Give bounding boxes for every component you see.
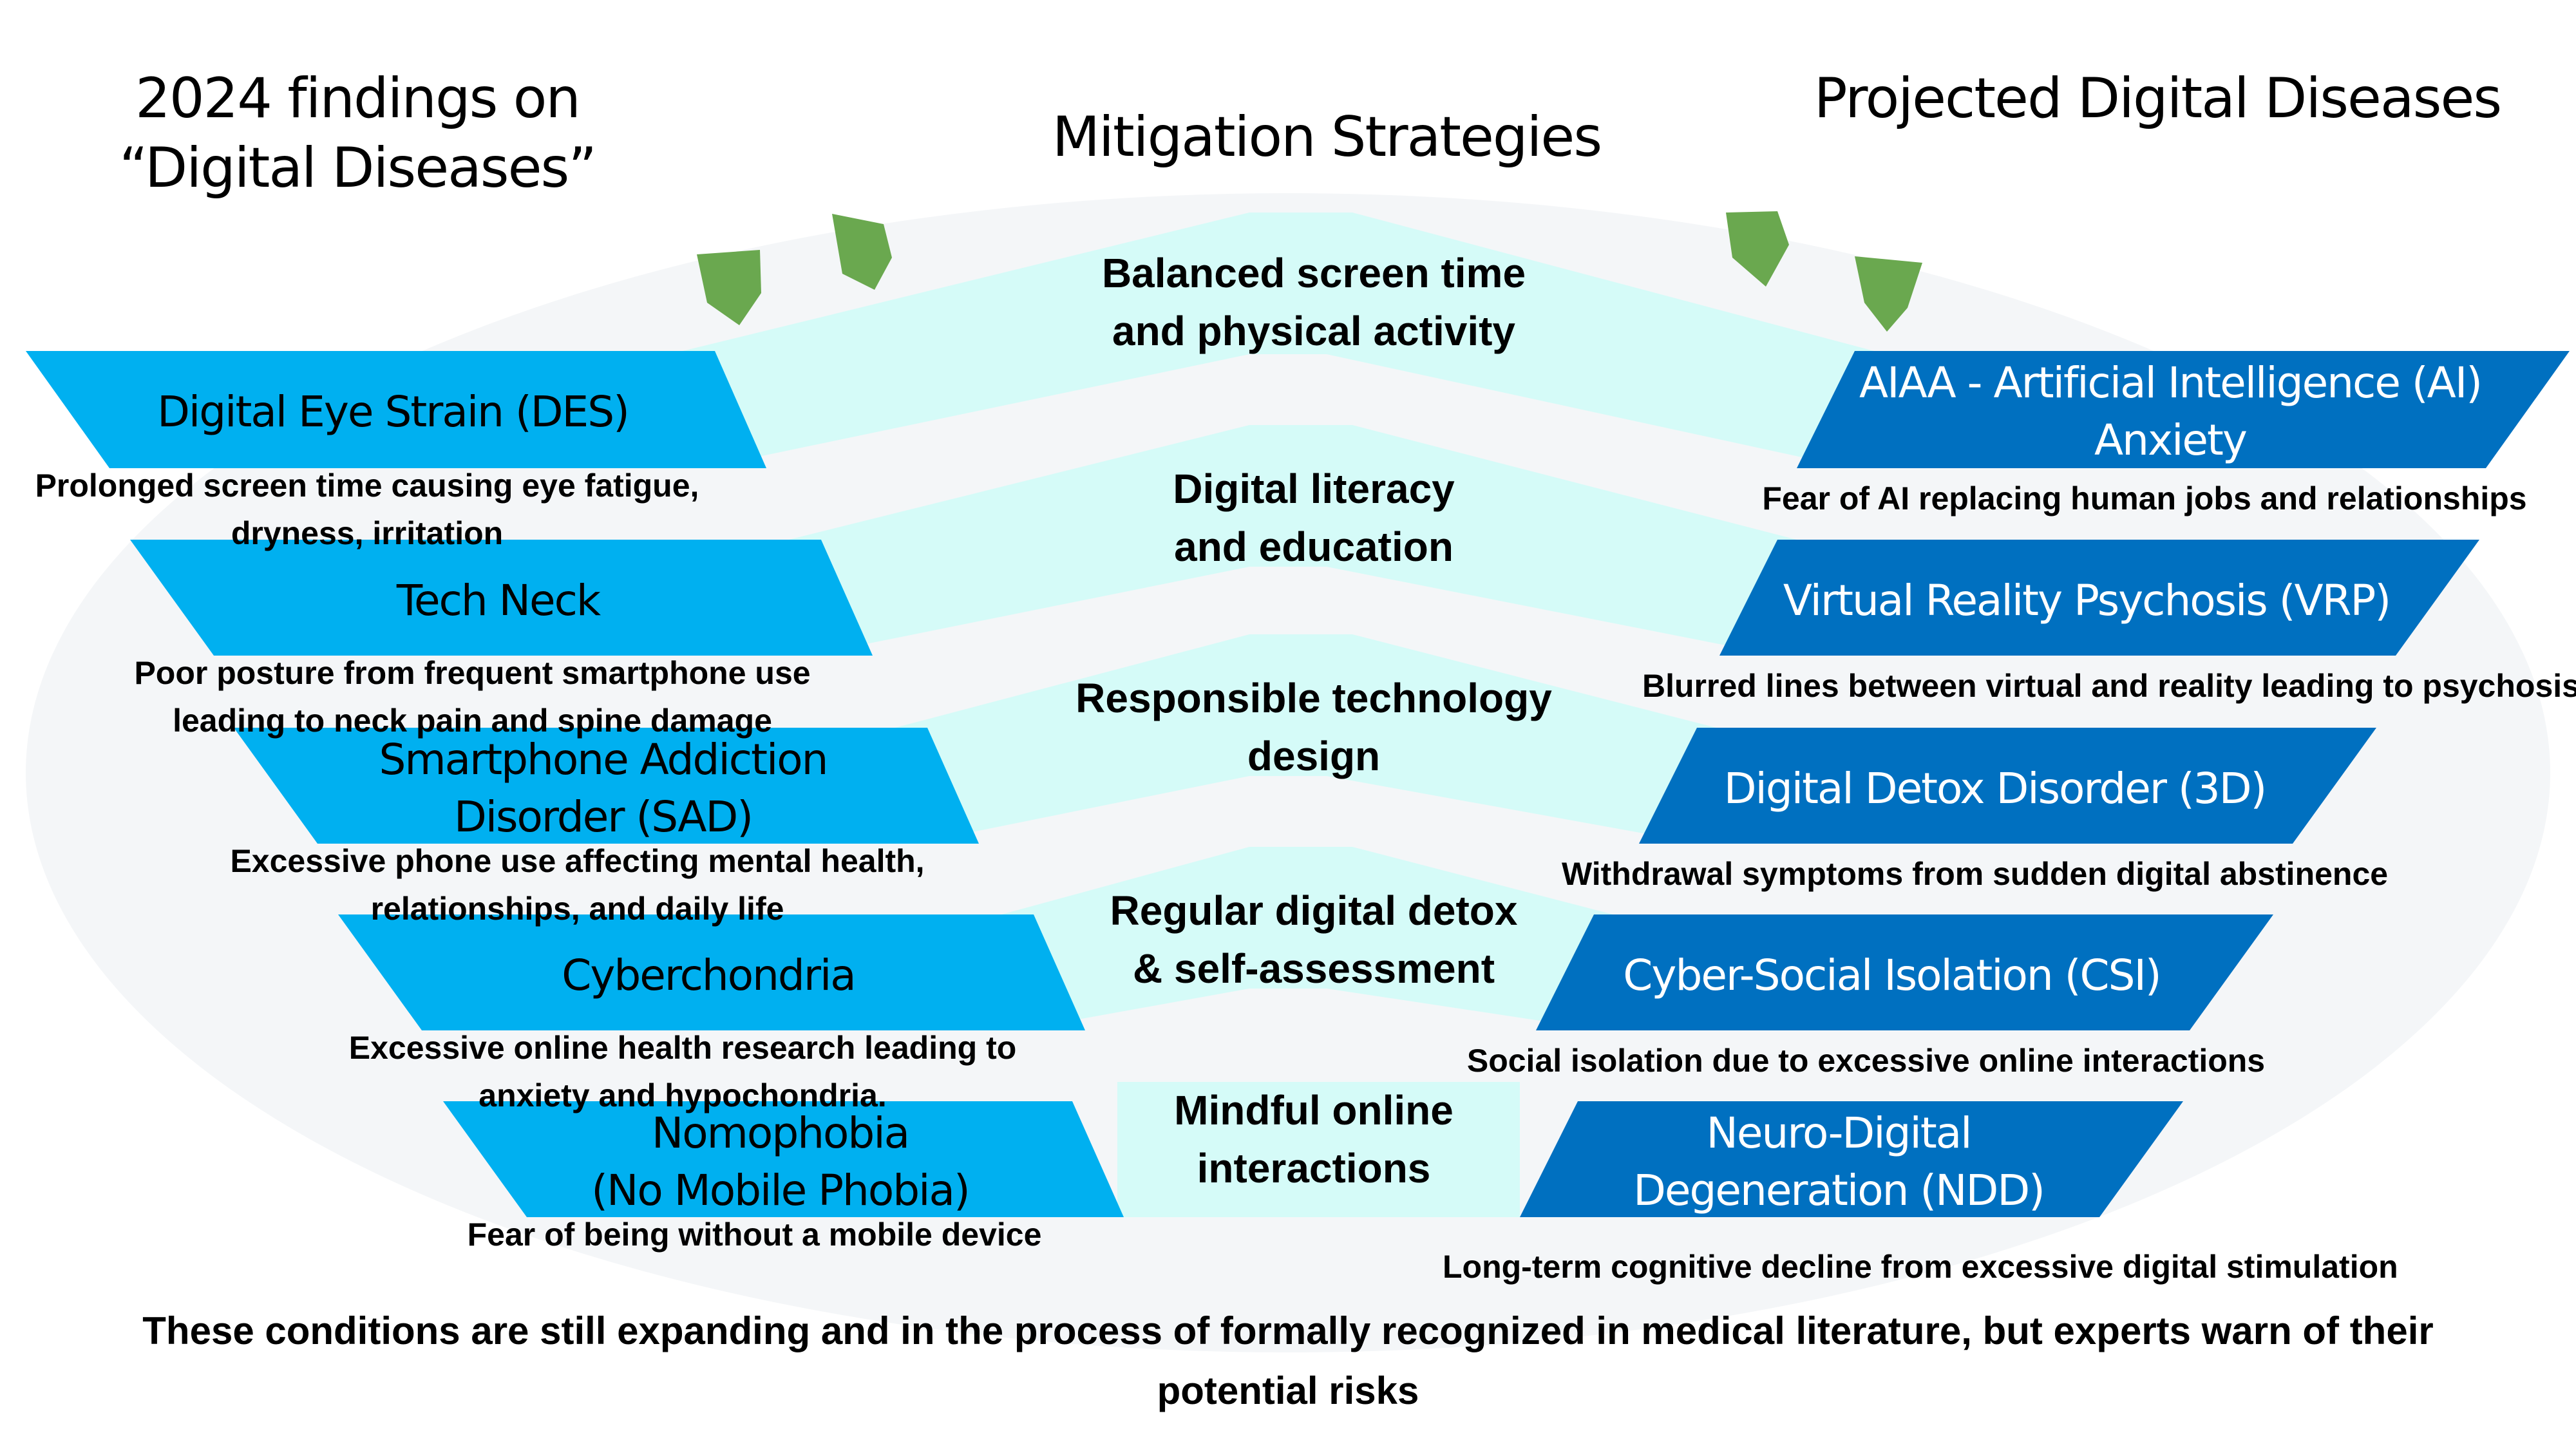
projected-badge-5	[1520, 1101, 2183, 1217]
projected-description-4-line-1: Social isolation due to excessive online…	[1466, 1043, 2266, 1079]
leaf-accent-3	[1726, 211, 1789, 287]
strategy-band-5	[1117, 1082, 1520, 1217]
strategy-2: Digital literacy and education	[1018, 460, 1610, 576]
finding-badge-5	[443, 1101, 1124, 1217]
projected-description-4: Social isolation due to excessive online…	[1459, 1037, 2273, 1084]
mitigation-heading: Mitigation Strategies	[1052, 105, 1602, 169]
leaf-accent-1	[697, 250, 761, 325]
projected-description-3: Withdrawal symptoms from sudden digital …	[1562, 850, 2389, 898]
strategy-3-line-2: design	[1247, 732, 1381, 779]
finding-description-1-line-2: dryness, irritation	[231, 515, 504, 551]
finding-description-2-line-1: Poor posture from frequent smartphone us…	[134, 655, 811, 691]
finding-name-4-line-1: Cyberchondria	[562, 951, 856, 1000]
projected-name-1-line-2: Anxiety	[2094, 415, 2248, 466]
strategy-band-4	[1001, 847, 1613, 1024]
footer-line-2: potential risks	[1157, 1369, 1419, 1412]
finding-name-4: Cyberchondria	[377, 947, 1040, 1004]
projected-description-2: Blurred lines between virtual and realit…	[1642, 662, 2576, 710]
strategy-band-1	[683, 213, 1874, 462]
findings-heading: 2024 findings on “Digital Diseases”	[61, 64, 654, 203]
finding-description-3: Excessive phone use affecting mental hea…	[195, 837, 960, 933]
strategy-band-3	[895, 634, 1716, 837]
finding-badge-1	[26, 351, 766, 468]
finding-name-5: Nomophobia (No Mobile Phobia)	[482, 1104, 1079, 1219]
finding-name-5-line-2: (No Mobile Phobia)	[591, 1166, 970, 1216]
strategy-3-line-1: Responsible technology	[1075, 675, 1552, 721]
strategy-1-line-1: Balanced screen time	[1101, 250, 1526, 296]
projected-name-5-line-2: Degeneration (NDD)	[1633, 1166, 2045, 1216]
leaf-accent-2	[832, 214, 892, 290]
strategy-1: Balanced screen time and physical activit…	[1018, 245, 1610, 360]
projected-description-5: Long-term cognitive decline from excessi…	[1443, 1243, 2398, 1291]
projected-name-4: Cyber-Social Isolation (CSI)	[1575, 947, 2209, 1004]
finding-description-1: Prolonged screen time causing eye fatigu…	[0, 462, 747, 557]
projected-badge-4	[1536, 914, 2273, 1030]
finding-description-5-line-1: Fear of being without a mobile device	[467, 1217, 1042, 1253]
finding-name-1: Digital Eye Strain (DES)	[64, 383, 721, 440]
projected-description-1-line-1: Fear of AI replacing human jobs and rela…	[1762, 480, 2527, 516]
finding-name-2-line-1: Tech Neck	[396, 576, 601, 625]
strategy-4-line-2: & self-assessment	[1132, 945, 1495, 992]
projected-name-5-line-1: Neuro-Digital	[1706, 1108, 1973, 1158]
projected-badge-3	[1639, 728, 2376, 844]
projected-badge-1	[1797, 351, 2570, 468]
projected-description-2-line-1: Blurred lines between virtual and realit…	[1642, 668, 2576, 704]
finding-description-2: Poor posture from frequent smartphone us…	[91, 649, 853, 744]
finding-description-4-line-1: Excessive online health research leading…	[348, 1030, 1017, 1066]
projected-name-1: AIAA - Artificial Intelligence (AI) Anxie…	[1835, 354, 2505, 469]
projected-description-1: Fear of AI replacing human jobs and rela…	[1719, 475, 2570, 522]
finding-description-3-line-1: Excessive phone use affecting mental hea…	[230, 843, 925, 879]
projected-name-2: Virtual Reality Psychosis (VRP)	[1758, 572, 2415, 629]
projected-description-3-line-1: Withdrawal symptoms from sudden digital …	[1562, 856, 2389, 892]
strategy-4-line-1: Regular digital detox	[1110, 887, 1518, 934]
finding-badge-4	[338, 914, 1085, 1030]
strategy-5: Mindful online interactions	[1018, 1082, 1610, 1197]
finding-description-4-line-2: anxiety and hypochondria.	[478, 1077, 887, 1113]
footer-note: These conditions are still expanding and…	[13, 1301, 2563, 1421]
projected-description-5-line-1: Long-term cognitive decline from excessi…	[1443, 1249, 2398, 1285]
strategy-5-line-1: Mindful online	[1174, 1087, 1454, 1133]
strategy-4: Regular digital detox & self-assessment	[1018, 882, 1610, 998]
strategy-1-line-2: and physical activity	[1112, 307, 1516, 354]
strategy-2-line-1: Digital literacy	[1173, 466, 1455, 512]
finding-name-2: Tech Neck	[169, 572, 828, 629]
finding-badge-3	[234, 728, 979, 844]
footer-line-1: These conditions are still expanding and…	[142, 1309, 2434, 1352]
finding-badge-2	[130, 540, 873, 656]
finding-description-4: Excessive online health research leading…	[299, 1024, 1066, 1119]
finding-name-3-line-2: Disorder (SAD)	[453, 792, 753, 842]
finding-name-1-line-1: Digital Eye Strain (DES)	[157, 387, 630, 437]
projected-name-3-line-1: Digital Detox Disorder (3D)	[1723, 764, 2268, 813]
strategy-5-line-2: interactions	[1197, 1144, 1431, 1191]
strategy-2-line-2: and education	[1174, 523, 1454, 570]
projected-name-4-line-1: Cyber-Social Isolation (CSI)	[1623, 951, 2161, 1000]
finding-name-3-line-1: Smartphone Addiction	[379, 735, 829, 784]
strategy-band-2	[789, 425, 1797, 649]
findings-heading-line-1: 2024 findings on	[135, 66, 581, 131]
finding-description-2-line-2: leading to neck pain and spine damage	[173, 703, 772, 739]
projected-badge-2	[1719, 540, 2479, 656]
finding-name-5-line-1: Nomophobia	[651, 1108, 910, 1158]
projected-name-2-line-1: Virtual Reality Psychosis (VRP)	[1783, 576, 2391, 625]
projected-name-1-line-1: AIAA - Artificial Intelligence (AI)	[1859, 358, 2483, 408]
finding-description-1-line-1: Prolonged screen time causing eye fatigu…	[35, 468, 699, 504]
finding-description-5: Fear of being without a mobile device	[404, 1211, 1104, 1258]
finding-description-3-line-2: relationships, and daily life	[370, 891, 784, 927]
projected-heading: Projected Digital Diseases	[1814, 66, 2502, 131]
projected-name-3: Digital Detox Disorder (3D)	[1678, 760, 2312, 817]
strategy-3: Responsible technology design	[1018, 670, 1610, 785]
findings-heading-line-2: “Digital Diseases”	[119, 135, 597, 200]
leaf-accent-4	[1855, 256, 1922, 332]
